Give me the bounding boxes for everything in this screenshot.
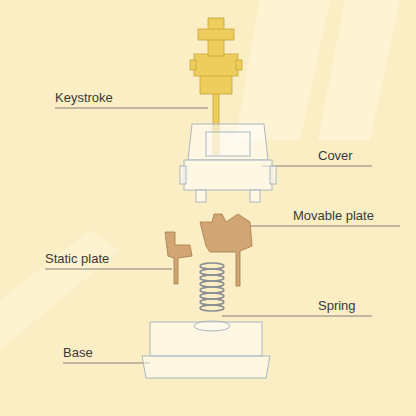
spring-coil (200, 293, 224, 299)
leader-line (55, 108, 208, 109)
cover-top (188, 124, 268, 160)
stem-body (200, 74, 232, 94)
stem-tab (236, 60, 242, 70)
base-body (150, 322, 262, 356)
cover-clip (270, 166, 276, 184)
cover-leg (250, 190, 260, 202)
leader-line (45, 269, 172, 270)
leader-line (222, 316, 372, 317)
window-light (0, 230, 120, 350)
window-light (318, 0, 400, 140)
base-post (194, 321, 230, 331)
cover-clip (180, 166, 186, 184)
movable-plate (200, 214, 252, 286)
leader-line (262, 166, 372, 167)
cover-body (184, 160, 272, 190)
spring-coil (200, 299, 224, 305)
static-plate (165, 232, 192, 284)
leader-line (63, 363, 150, 364)
leader-lines (45, 108, 400, 363)
stem-tab (190, 60, 196, 70)
part-label: Spring (318, 298, 356, 314)
cover-leg (196, 190, 206, 202)
stem-cross (198, 29, 234, 40)
leader-line (248, 226, 400, 227)
spring-coil (200, 269, 224, 275)
spring-coil (200, 263, 224, 269)
window-light (235, 0, 330, 140)
base (142, 321, 270, 378)
spring-coil (200, 275, 224, 281)
part-label: Cover (318, 148, 353, 164)
part-label: Base (63, 345, 93, 361)
part-label: Keystroke (55, 90, 113, 106)
base-flange (142, 356, 270, 378)
spring (200, 263, 224, 311)
cover (180, 124, 276, 202)
part-label: Static plate (45, 251, 109, 267)
stem-slider (194, 54, 238, 76)
cover-window (206, 132, 250, 156)
spring-coil (200, 287, 224, 293)
spring-coil (200, 281, 224, 287)
part-label: Movable plate (293, 208, 374, 224)
spring-coil (200, 305, 224, 311)
